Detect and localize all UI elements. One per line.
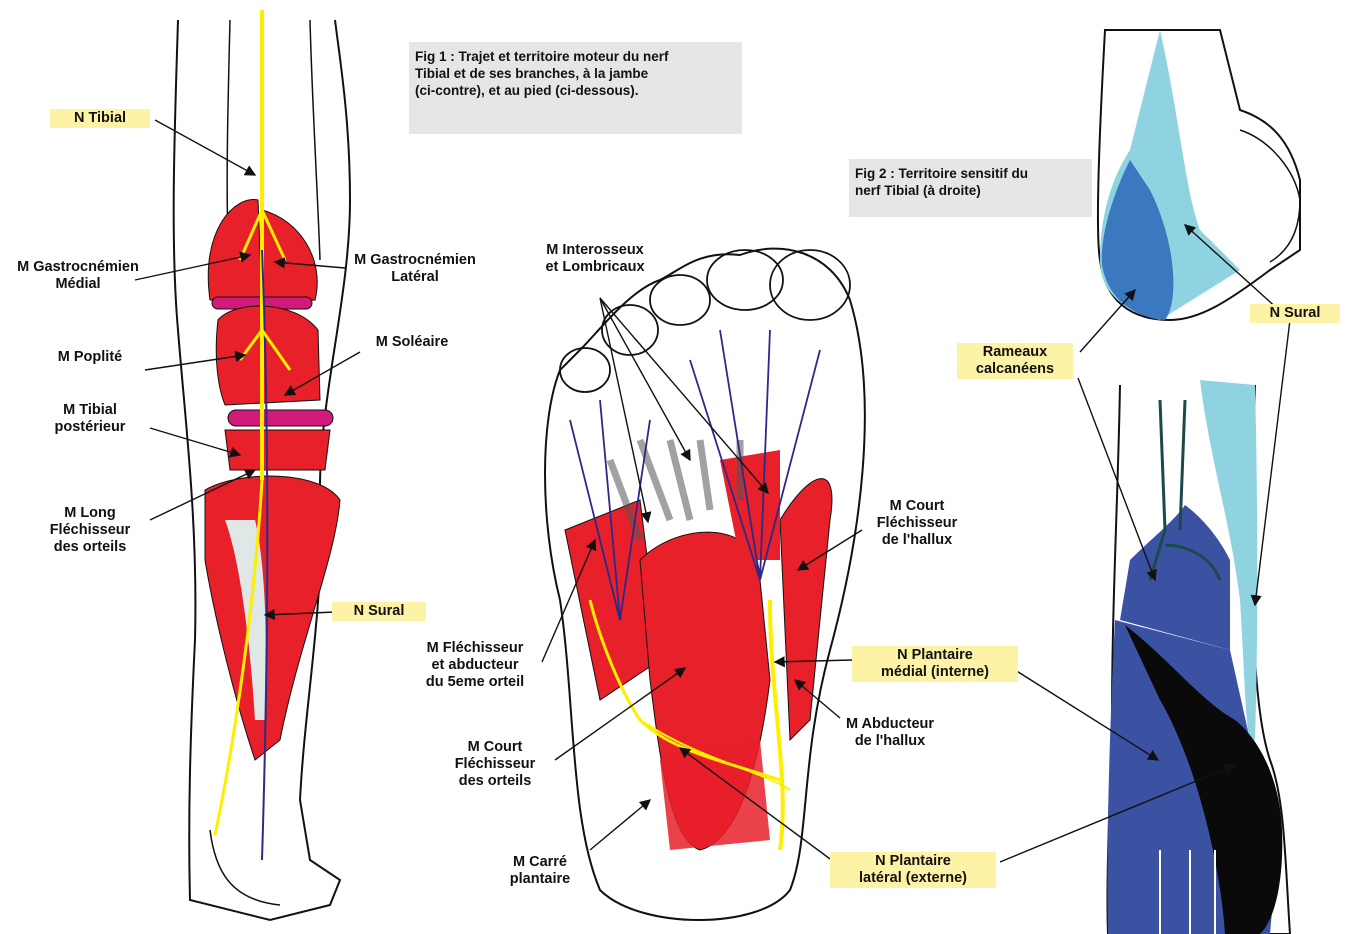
label-n-plantaire-medial: N Plantaire médial (interne) [852, 646, 1018, 682]
label-long-flech-l1: M Long [35, 505, 145, 522]
label-cfh-l2: Fléchisseur [862, 515, 972, 532]
label-n-sural-leg: N Sural [332, 602, 426, 621]
label-interosseux-l2: et Lombricaux [520, 259, 670, 276]
fig1-caption-line3: (ci-contre), et au pied (ci-dessous). [415, 82, 736, 99]
label-cfh-l1: M Court [862, 498, 972, 515]
label-npl-l2: latéral (externe) [838, 870, 988, 887]
label-flech-abd-5: M Fléchisseur et abducteur du 5eme ortei… [410, 640, 540, 691]
label-abh-l2: de l'hallux [835, 733, 945, 750]
label-rameaux-calcaneens: Rameaux calcanéens [957, 343, 1073, 379]
label-npm-l2: médial (interne) [860, 664, 1010, 681]
label-npl-l1: N Plantaire [838, 853, 988, 870]
label-tibial-post-l1: M Tibial [40, 402, 140, 419]
fig2-caption: Fig 2 : Territoire sensitif du nerf Tibi… [849, 159, 1092, 217]
fig2-caption-line2: nerf Tibial (à droite) [855, 182, 1086, 199]
label-cfo-l1: M Court [440, 739, 550, 756]
label-fa5-l3: du 5eme orteil [410, 674, 540, 691]
label-gastro-medial-l2: Médial [8, 276, 148, 293]
label-abducteur-hallux: M Abducteur de l'hallux [835, 716, 945, 750]
label-gastro-lateral-l2: Latéral [340, 269, 490, 286]
gastrocnemius-lateral [262, 210, 317, 305]
label-cfo-l3: des orteils [440, 773, 550, 790]
label-court-flech-orteils: M Court Fléchisseur des orteils [440, 739, 550, 790]
label-n-sural-right: N Sural [1250, 304, 1340, 323]
label-carre-plantaire: M Carré plantaire [495, 854, 585, 888]
label-gastro-lateral-l1: M Gastrocnémien [340, 252, 490, 269]
label-tibial-post-l2: postérieur [40, 419, 140, 436]
label-rameaux-l1: Rameaux [965, 344, 1065, 361]
popliteus [216, 306, 320, 405]
label-rameaux-l2: calcanéens [965, 361, 1065, 378]
flexor-digitorum-longus [205, 476, 340, 760]
label-cp-l2: plantaire [495, 871, 585, 888]
fig2-caption-line1: Fig 2 : Territoire sensitif du [855, 165, 1086, 182]
leg-drawing [174, 10, 350, 920]
label-tibial-posterieur: M Tibial postérieur [40, 402, 140, 436]
label-fa5-l2: et abducteur [410, 657, 540, 674]
label-gastro-medial-l1: M Gastrocnémien [8, 259, 148, 276]
label-interosseux-l1: M Interosseux [520, 242, 670, 259]
label-interosseux: M Interosseux et Lombricaux [520, 242, 670, 276]
tibialis-posterior [225, 430, 330, 470]
label-cfh-l3: de l'hallux [862, 532, 972, 549]
foot-drawing [545, 249, 865, 920]
label-poplite: M Poplité [40, 349, 140, 366]
label-cfo-l2: Fléchisseur [440, 756, 550, 773]
fig1-caption-line1: Fig 1 : Trajet et territoire moteur du n… [415, 48, 736, 65]
label-gastrocnemien-medial: M Gastrocnémien Médial [8, 259, 148, 293]
fig1-caption-line2: Tibial et de ses branches, à la jambe [415, 65, 736, 82]
label-long-flechisseur: M Long Fléchisseur des orteils [35, 505, 145, 556]
label-gastrocnemien-lateral: M Gastrocnémien Latéral [340, 252, 490, 286]
label-abh-l1: M Abducteur [835, 716, 945, 733]
label-cp-l1: M Carré [495, 854, 585, 871]
label-soleaire: M Soléaire [362, 334, 462, 351]
label-n-tibial: N Tibial [50, 109, 150, 128]
label-court-flech-hallux: M Court Fléchisseur de l'hallux [862, 498, 972, 549]
label-fa5-l1: M Fléchisseur [410, 640, 540, 657]
fig1-caption: Fig 1 : Trajet et territoire moteur du n… [409, 42, 742, 134]
gastrocnemius-medial [208, 200, 262, 300]
label-npm-l1: N Plantaire [860, 647, 1010, 664]
label-long-flech-l2: Fléchisseur [35, 522, 145, 539]
label-n-plantaire-lateral: N Plantaire latéral (externe) [830, 852, 996, 888]
label-long-flech-l3: des orteils [35, 539, 145, 556]
